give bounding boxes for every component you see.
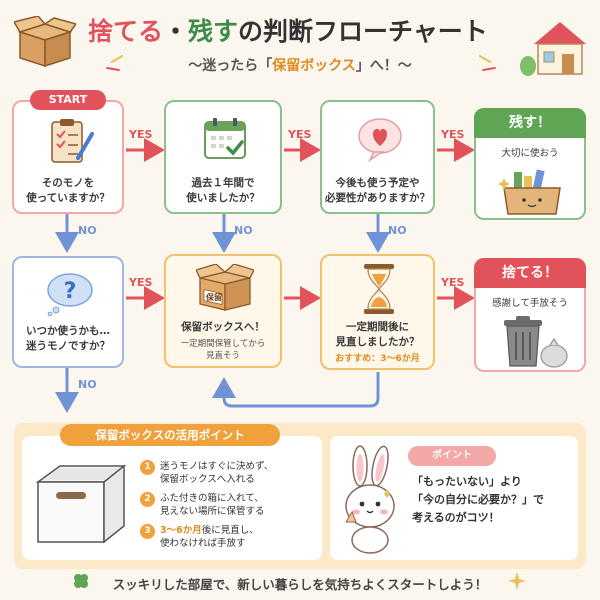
no-label: NO	[388, 224, 407, 237]
title-separator: ・	[163, 17, 189, 46]
tip-text-rest: 後に見直し、	[201, 525, 259, 536]
sparkle-icon	[508, 572, 526, 590]
question-text: 過去１年間で	[191, 177, 255, 189]
hold-title: 保留ボックスへ！	[181, 321, 265, 333]
no-label: NO	[234, 224, 253, 237]
tip-text: 3〜6か月後に見直し、	[160, 524, 259, 537]
tip-number: 1	[140, 460, 155, 475]
hold-box-icon	[196, 264, 254, 311]
footer-message: スッキリした部屋で、新しい暮らしを気持ちよくスタートしよう！	[112, 577, 488, 592]
yes-label: YES	[129, 276, 153, 289]
question-text: 迷うモノですか？	[26, 340, 110, 352]
subtitle-highlight: 保留ボックス	[272, 58, 356, 74]
tip-text: 迷うモノはすぐに決めず、	[160, 461, 274, 472]
point-text: 考えるのがコツ！	[412, 511, 500, 524]
question-cloud-icon: ?	[47, 273, 93, 316]
question-card-used-past-year: 過去１年間で 使いましたか？	[164, 100, 282, 214]
hourglass-icon	[364, 264, 394, 314]
box-with-books-icon	[498, 169, 561, 215]
question-text: 今後も使う予定や	[335, 177, 420, 189]
hold-box-card: 保留 保留ボックスへ！ 一定期間保管してから 見直そう	[164, 254, 282, 368]
yes-label: YES	[129, 128, 153, 141]
hold-box-label: 保留	[206, 293, 222, 302]
question-card-reviewed: 一定期間後に 見直しましたか？ おすすめ：3〜6か月	[320, 254, 435, 370]
point-text: 「もったいない」より	[412, 475, 522, 488]
start-badge: START	[30, 90, 106, 110]
tip-number: 2	[140, 492, 155, 507]
question-card-unsure: ? いつか使うかも… 迷うモノですか？	[12, 256, 124, 368]
page-title: 捨てる・残すの判断フローチャート	[88, 12, 518, 48]
clover-icon	[74, 574, 88, 588]
no-label: NO	[78, 378, 97, 391]
subtitle-suffix: 」へ！〜	[355, 58, 412, 74]
discard-text: 感謝して手放そう	[492, 298, 568, 309]
calendar-check-icon	[204, 118, 246, 159]
tip-number: 3	[140, 524, 155, 539]
question-text: いつか使うかも…	[26, 325, 110, 337]
no-label: NO	[78, 224, 97, 237]
keep-text: 大切に使おう	[501, 148, 559, 159]
question-card-future-need: 今後も使う予定や 必要性がありますか？	[320, 100, 435, 214]
storage-box-icon	[35, 464, 127, 544]
yes-label: YES	[288, 128, 312, 141]
yes-label: YES	[441, 128, 465, 141]
subtitle-prefix: 〜迷ったら「	[188, 58, 273, 74]
question-text: 必要性がありますか？	[325, 192, 430, 204]
cardboard-box-icon	[14, 16, 76, 68]
heart-speech-bubble-icon	[358, 118, 402, 162]
svg-text:?: ?	[64, 279, 77, 304]
page-subtitle: 〜迷ったら「保留ボックス」へ！〜	[120, 55, 480, 75]
house-icon	[520, 22, 586, 76]
tip-text: 見えない場所に保管する	[160, 506, 265, 517]
tip-highlight: 3〜6か月	[160, 525, 202, 536]
question-text: 見直しましたか？	[335, 336, 420, 348]
keep-badge: 残す！	[474, 108, 586, 138]
title-keep: 残す	[188, 17, 239, 46]
clipboard-checklist-icon	[51, 119, 94, 163]
question-text: 使っていますか？	[26, 192, 110, 204]
title-rest: の判断フローチャート	[238, 17, 488, 46]
question-text: そのモノを	[41, 177, 95, 189]
hold-subtext: 一定期間保管してから	[180, 339, 266, 349]
point-badge: ポイント	[408, 446, 496, 466]
discard-badge: 捨てる！	[474, 258, 586, 288]
question-text: 一定期間後に	[346, 321, 409, 333]
tips-title: 保留ボックスの活用ポイント	[60, 424, 280, 446]
title-discard: 捨てる	[88, 17, 164, 46]
point-text: 「今の自分に必要か？」で	[412, 493, 544, 506]
rabbit-icon	[345, 445, 395, 554]
yes-label: YES	[441, 276, 465, 289]
tip-text: 保留ボックスへ入れる	[160, 474, 255, 485]
tip-text: 使わなければ手放す	[160, 538, 246, 549]
question-card-using: そのモノを 使っていますか？	[12, 100, 124, 214]
recommend-note: おすすめ：3〜6か月	[335, 354, 420, 364]
arrow-no-q5-loop	[212, 372, 380, 408]
trash-can-icon	[504, 316, 568, 368]
hold-subtext: 見直そう	[205, 351, 240, 361]
question-text: 使いましたか？	[186, 192, 260, 204]
tip-text: ふた付きの箱に入れて、	[160, 493, 264, 504]
